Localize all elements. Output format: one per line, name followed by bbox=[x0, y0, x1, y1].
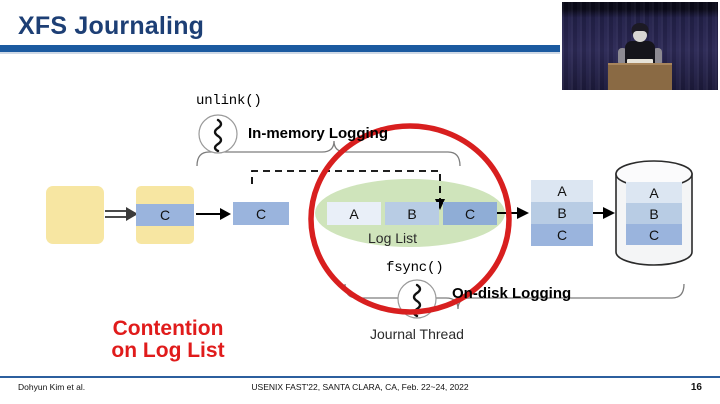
video-frame bbox=[562, 2, 718, 90]
disk-entry-a: A bbox=[626, 182, 682, 203]
log-stack-entry-a: A bbox=[531, 180, 593, 202]
contention-line-1: Contention bbox=[112, 317, 224, 340]
face-mask-icon bbox=[633, 31, 647, 43]
in-memory-scope-brace bbox=[196, 140, 461, 167]
speaker-arm-right bbox=[653, 47, 662, 66]
journal-thread-label: Journal Thread bbox=[370, 326, 464, 342]
footer-venue: USENIX FAST'22, SANTA CLARA, CA, Feb. 22… bbox=[251, 382, 469, 392]
log-stack-entry-c: C bbox=[531, 224, 593, 246]
disk-entry-b: B bbox=[626, 203, 682, 224]
unlink-label: unlink() bbox=[196, 93, 262, 109]
diagram-canvas: C C A B C A B C A B C unlink() In-memory… bbox=[0, 56, 720, 368]
unlink-thread-icon bbox=[198, 114, 238, 154]
contention-line-2: on Log List bbox=[111, 339, 225, 363]
log-stack-entry-b: B bbox=[531, 202, 593, 224]
page-title: XFS Journaling bbox=[18, 12, 205, 40]
log-list-entry-c: C bbox=[443, 202, 497, 225]
title-divider bbox=[0, 45, 720, 52]
log-list-entry-b: B bbox=[385, 202, 439, 225]
contention-callout: Contention on Log List bbox=[78, 317, 258, 363]
log-list-label: Log List bbox=[368, 230, 418, 246]
speaker-arm-left bbox=[618, 47, 627, 66]
fsync-label: fsync() bbox=[386, 260, 444, 276]
title-divider-shadow bbox=[0, 52, 720, 54]
disk-entry-c: C bbox=[626, 224, 682, 245]
podium bbox=[608, 63, 672, 90]
on-disk-logging-label: On-disk Logging bbox=[452, 285, 572, 302]
arrow-create-log bbox=[105, 207, 138, 221]
arrow-to-log-item bbox=[196, 208, 231, 220]
footer-page-number: 16 bbox=[690, 382, 702, 393]
log-item-box: C bbox=[233, 202, 289, 225]
contention-highlight-circle bbox=[308, 123, 512, 315]
presenter-video-overlay[interactable] bbox=[560, 0, 720, 92]
in-memory-logging-label: In-memory Logging bbox=[248, 125, 388, 142]
log-list-entry-a: A bbox=[327, 202, 381, 225]
footer-divider bbox=[0, 376, 720, 378]
inode-box-with-log: C bbox=[136, 186, 194, 244]
dashed-path-arrowhead bbox=[435, 199, 445, 210]
laptop-icon bbox=[627, 59, 653, 66]
footer-authors: Dohyun Kim et al. bbox=[18, 382, 86, 392]
inode-log-strip: C bbox=[136, 204, 194, 226]
inode-box-plain bbox=[46, 186, 104, 244]
unlink-dashed-path bbox=[251, 170, 441, 202]
